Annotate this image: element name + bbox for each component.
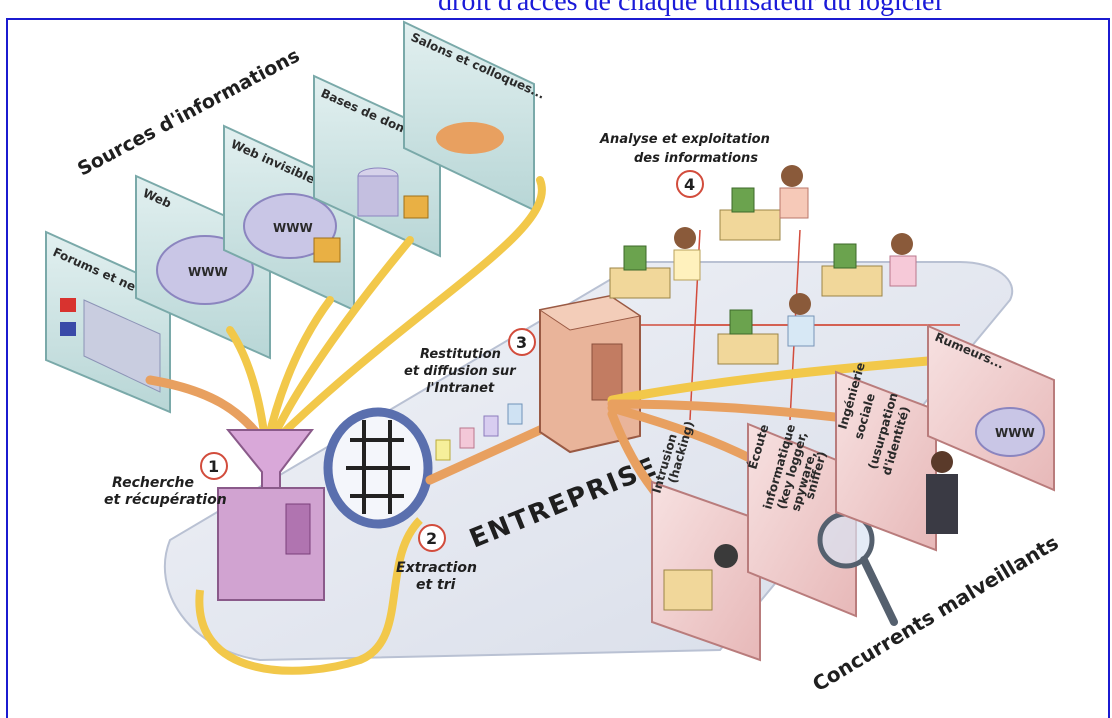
www-cloud-icon	[243, 193, 337, 259]
enterprise-platform	[163, 261, 1013, 662]
threat-panel-rumeurs: Rumeurs... WWW	[927, 324, 1055, 492]
handshake-icon	[436, 122, 504, 154]
step-3-badge	[508, 328, 536, 356]
www-label-invisible: WWW	[273, 221, 313, 235]
step-1-number: 1	[208, 457, 219, 476]
source-flows	[145, 176, 546, 445]
filter-wheel	[323, 407, 433, 529]
threat-panel-ecoute: Écoute informatique (key logger, spyware…	[744, 422, 898, 626]
forum-icon-red	[60, 298, 76, 312]
step-1-badge	[200, 452, 228, 480]
step-3-number: 3	[516, 333, 527, 352]
padlock-icon	[403, 195, 429, 219]
workstation	[609, 227, 701, 299]
threat-panel-ingenierie: Ingénierie sociale (usurpation d'identit…	[835, 361, 958, 552]
step-2-line2: et tri	[416, 577, 456, 593]
step-2-number: 2	[426, 529, 437, 548]
workstations	[609, 165, 917, 365]
step-4-line1: Analyse et exploitation	[599, 132, 770, 147]
workstation	[719, 165, 809, 241]
forum-icon-blue	[60, 322, 76, 336]
step-3-line2: et diffusion sur	[404, 364, 517, 379]
step-4-number: 4	[684, 175, 695, 194]
funnel-machine	[195, 429, 423, 675]
step-3-line3: l'Intranet	[426, 381, 495, 396]
step-4-line2: des informations	[634, 151, 758, 166]
workstation	[717, 293, 815, 365]
top-caption: droit d'accès de chaque utilisateur du l…	[438, 0, 943, 17]
workstation	[821, 233, 917, 297]
www-label-web: WWW	[188, 265, 228, 279]
figure-frame	[6, 18, 1110, 718]
step-1-line2: et récupération	[104, 492, 227, 508]
step-2-badge	[418, 524, 446, 552]
hacker-icon	[714, 544, 738, 568]
step-3-line1: Restitution	[420, 347, 501, 362]
step-1-line1: Recherche	[112, 475, 194, 491]
person-icon	[931, 451, 953, 473]
document-stack	[435, 403, 523, 461]
www-cloud-icon	[975, 407, 1045, 457]
padlock-icon	[313, 237, 341, 263]
intranet-server	[538, 294, 642, 454]
step-4-badge	[676, 170, 704, 198]
www-label-rumeurs: WWW	[995, 426, 1035, 440]
step-2-line1: Extraction	[396, 560, 477, 576]
